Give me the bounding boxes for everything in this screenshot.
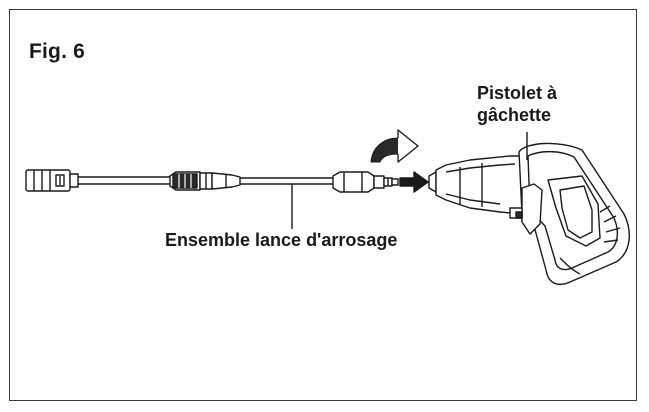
lance-tube-right <box>240 177 333 185</box>
wand-assembly-label: Ensemble lance d'arrosage <box>165 230 398 250</box>
curved-arrow-icon <box>370 129 419 163</box>
spray-wand <box>25 169 399 229</box>
right-arrow-icon <box>399 171 429 193</box>
figure-title: Fig. 6 <box>29 40 86 63</box>
adjustable-nozzle <box>169 171 241 191</box>
lance-tube-left <box>78 176 170 185</box>
trigger-gun-label: Pistolet à gâchette <box>477 82 557 126</box>
trigger-gun-label-line-1: Pistolet à <box>477 83 558 103</box>
trigger-gun-label-line-2: gâchette <box>477 105 552 125</box>
nozzle-tip <box>25 169 79 192</box>
wand-coupling <box>332 171 399 193</box>
trigger-gun <box>428 132 630 286</box>
